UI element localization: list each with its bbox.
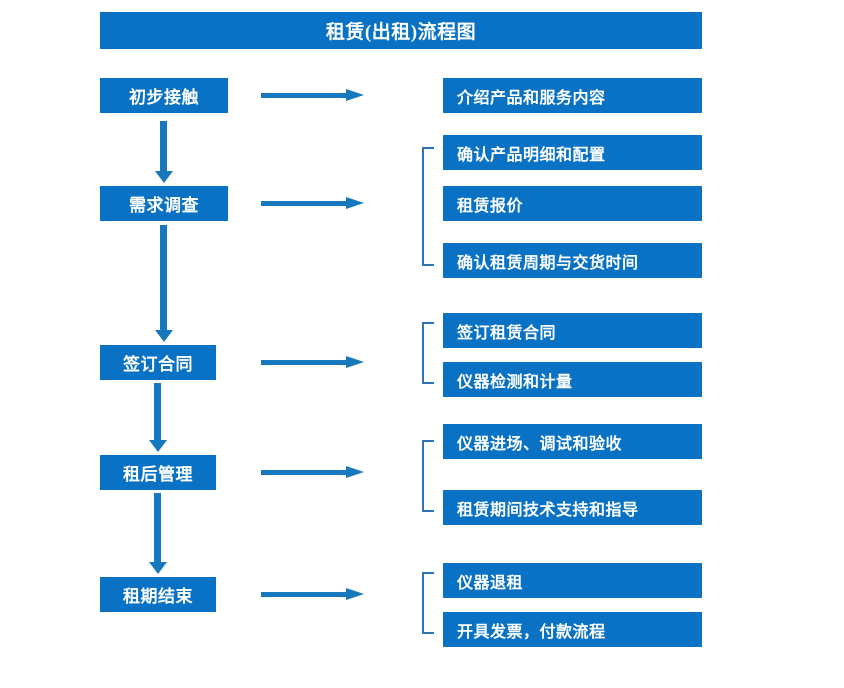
down-arrow-icon-4 <box>149 493 167 574</box>
right-arrow-icon-3 <box>261 354 364 370</box>
right-arrow-icon-1 <box>261 87 364 103</box>
detail-box-technical-support[interactable]: 租赁期间技术支持和指导 <box>443 490 702 525</box>
stage-box-post-rental-management[interactable]: 租后管理 <box>100 455 216 490</box>
detail-box-rental-quotation[interactable]: 租赁报价 <box>443 186 702 221</box>
detail-box-confirm-product-details[interactable]: 确认产品明细和配置 <box>443 135 702 170</box>
stage-box-initial-contact[interactable]: 初步接触 <box>100 78 228 113</box>
group-bracket-needs-survey <box>422 147 434 266</box>
right-arrow-icon-5 <box>261 586 364 602</box>
down-arrow-icon-3 <box>149 383 167 452</box>
right-arrow-icon-2 <box>261 195 364 211</box>
detail-box-invoice-payment[interactable]: 开具发票，付款流程 <box>443 612 702 647</box>
detail-box-instrument-inspection[interactable]: 仪器检测和计量 <box>443 362 702 397</box>
group-bracket-sign-contract <box>422 322 434 384</box>
detail-box-confirm-rental-period[interactable]: 确认租赁周期与交货时间 <box>443 243 702 278</box>
down-arrow-icon-2 <box>155 225 173 342</box>
chart-title: 租赁(出租)流程图 <box>100 12 702 49</box>
stage-box-needs-survey[interactable]: 需求调查 <box>100 186 228 221</box>
detail-box-introduce-products[interactable]: 介绍产品和服务内容 <box>443 78 702 113</box>
detail-box-instrument-entry-commissioning[interactable]: 仪器进场、调试和验收 <box>443 424 702 459</box>
right-arrow-icon-4 <box>261 464 364 480</box>
down-arrow-icon-1 <box>155 121 173 183</box>
detail-box-instrument-return[interactable]: 仪器退租 <box>443 563 702 598</box>
detail-box-sign-rental-contract[interactable]: 签订租赁合同 <box>443 313 702 348</box>
group-bracket-post-rental <box>422 440 434 512</box>
stage-box-sign-contract[interactable]: 签订合同 <box>100 345 216 380</box>
stage-box-rental-end[interactable]: 租期结束 <box>100 577 216 612</box>
group-bracket-rental-end <box>422 572 434 634</box>
